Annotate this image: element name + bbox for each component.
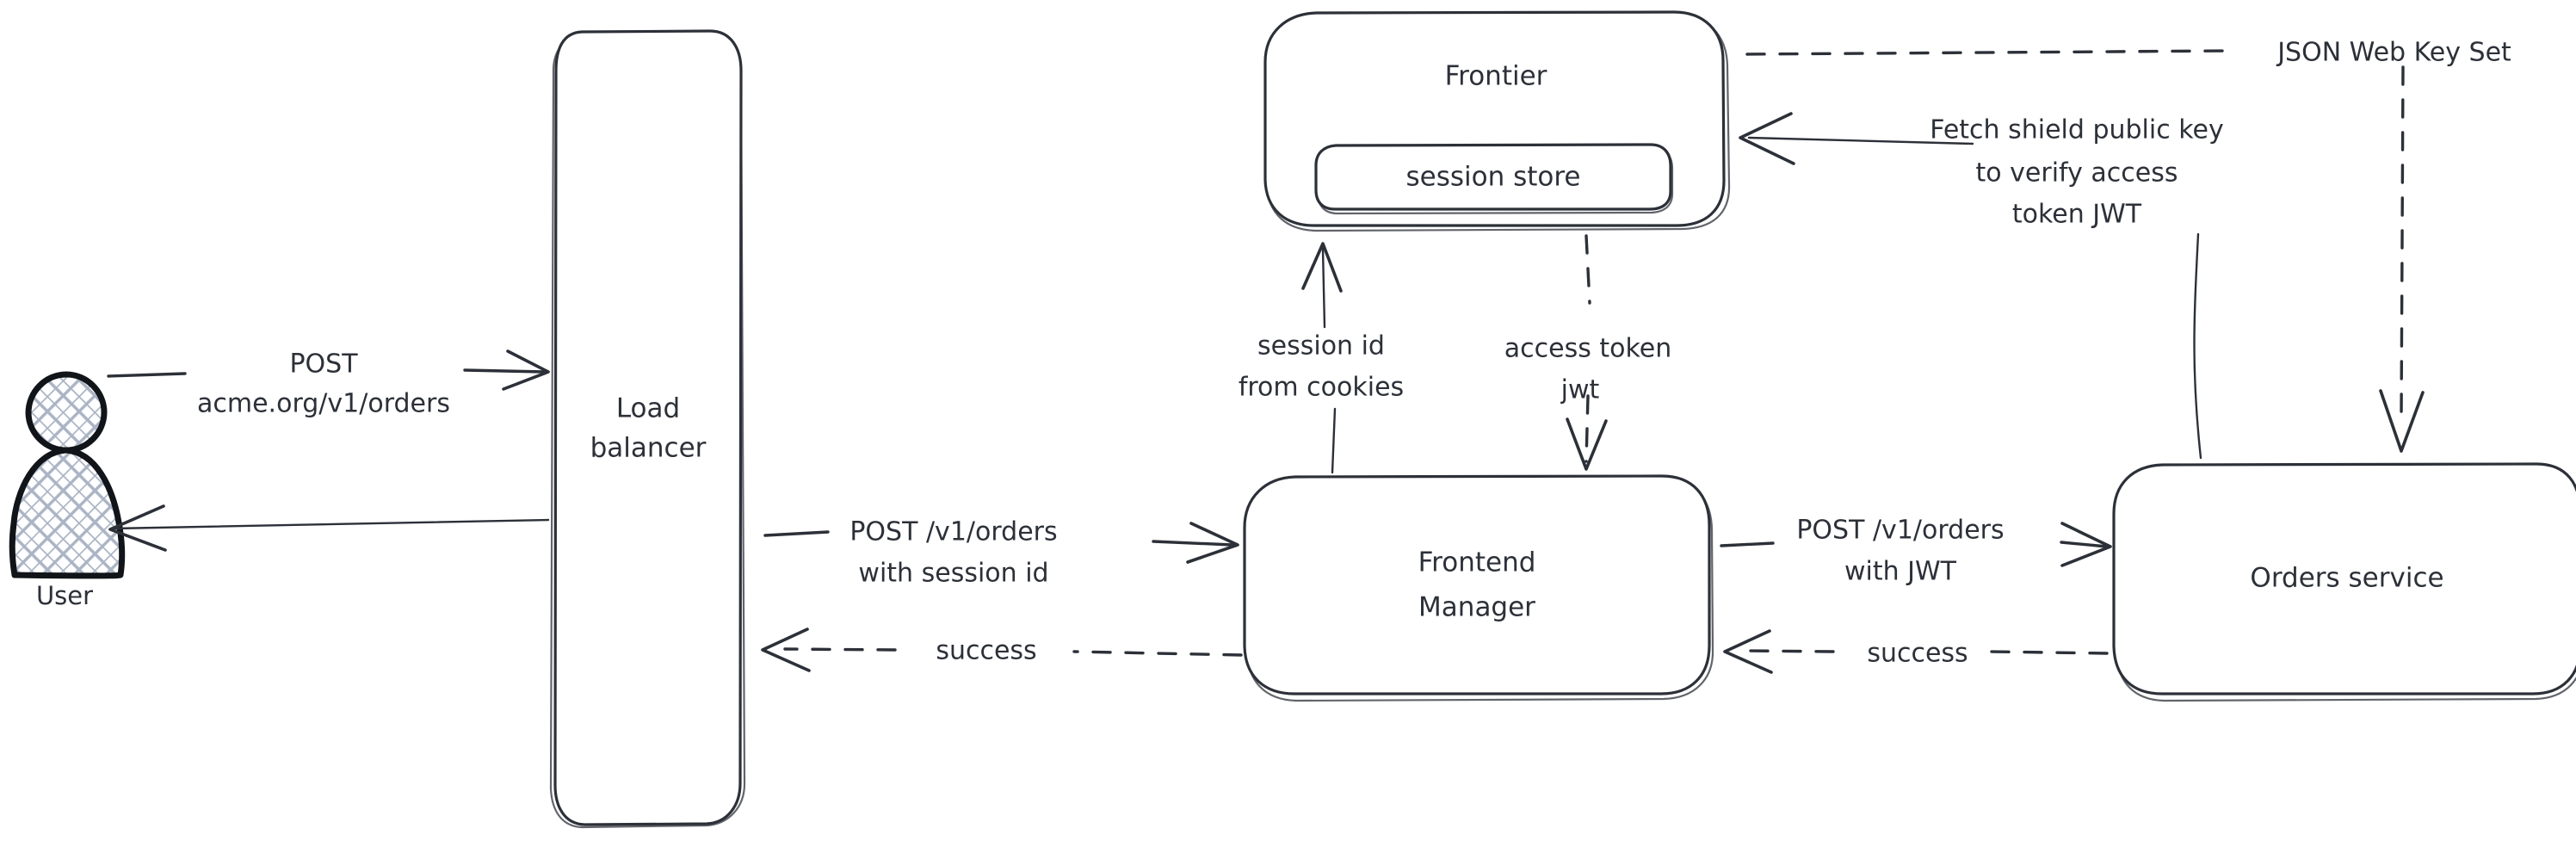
edge-lb-to-fm-stub xyxy=(763,530,830,537)
frontend-manager-label-line2: Manager xyxy=(1418,592,1535,623)
node-frontier[interactable]: Frontier session store xyxy=(1263,10,1731,232)
edge-frontier-to-fm-dash-upper xyxy=(1585,234,1591,305)
edge-lb-to-fm-label-line2: with session id xyxy=(858,559,1048,589)
edge-load-balancer-to-frontend-manager: POST /v1/orders with session id xyxy=(763,517,1239,589)
edge-frontend-manager-to-frontier: session id from cookies xyxy=(1239,242,1404,474)
edge-orders-to-frontier-label-line1: Fetch shield public key xyxy=(1930,115,2224,145)
edge-fm-to-orders-label-line1: POST /v1/orders xyxy=(1796,516,2004,546)
node-orders-service[interactable]: Orders service xyxy=(2112,462,2576,702)
edge-fm-to-frontier-label-line2: from cookies xyxy=(1239,373,1404,403)
actor-user: User xyxy=(9,371,126,610)
edge-fm-to-lb-dash-right xyxy=(1072,650,1243,657)
session-store-label: session store xyxy=(1405,162,1580,193)
node-load-balancer[interactable]: Load balancer xyxy=(549,29,746,829)
node-frontend-manager[interactable]: Frontend Manager xyxy=(1243,474,1714,702)
edge-frontend-manager-to-load-balancer-success: success xyxy=(761,628,1243,672)
orders-service-shape xyxy=(2112,462,2576,696)
edge-fm-to-lb-success-label: success xyxy=(936,636,1036,666)
edge-orders-service-to-frontend-manager-success: success xyxy=(1723,629,2109,674)
frontier-label: Frontier xyxy=(1445,61,1547,92)
actor-user-label: User xyxy=(36,581,93,610)
edge-orders-to-fm-dash-left xyxy=(1745,649,1835,653)
edge-orders-to-fm-dash-right xyxy=(1988,650,2109,655)
edge-frontier-to-fm-dash-lower xyxy=(1585,394,1590,463)
edge-fm-to-lb-dash-left xyxy=(783,647,897,652)
edge-user-to-load-balancer: POST acme.org/v1/orders xyxy=(107,349,550,419)
frontend-manager-shape xyxy=(1243,474,1711,696)
orders-service-label: Orders service xyxy=(2250,563,2443,594)
edge-frontier-to-fm-label-line1: access token xyxy=(1504,334,1672,364)
edge-frontend-manager-to-orders-service: POST /v1/orders with JWT xyxy=(1720,516,2112,587)
edge-jwks-label: JSON Web Key Set xyxy=(2276,38,2511,68)
edge-lb-to-fm-label-line1: POST /v1/orders xyxy=(849,517,1057,547)
edge-fm-to-orders-label-line2: with JWT xyxy=(1844,557,1957,587)
session-store-shape xyxy=(1314,143,1672,211)
edge-orders-to-frontier-line xyxy=(1747,136,1974,145)
edge-orders-to-frontier-curve xyxy=(2193,232,2202,460)
edge-user-to-lb-label-line2: acme.org/v1/orders xyxy=(197,389,450,419)
person-icon-head xyxy=(25,371,108,454)
edge-user-to-lb-line xyxy=(463,368,546,374)
edge-frontier-to-fm-arrowhead xyxy=(1566,417,1608,471)
node-session-store[interactable]: session store xyxy=(1314,143,1674,215)
edge-orders-to-fm-arrowhead xyxy=(1723,629,1773,674)
edge-fm-to-orders-line xyxy=(2060,541,2109,548)
edge-fm-to-frontier-arrowhead xyxy=(1301,242,1343,293)
load-balancer-shape xyxy=(553,29,743,826)
edge-fm-to-frontier-label-line1: session id xyxy=(1257,331,1385,362)
edge-orders-to-frontier-label-line3: token JWT xyxy=(2012,200,2142,230)
load-balancer-label-line1: Load xyxy=(616,393,680,424)
edge-orders-service-to-frontier-fetch: Fetch shield public key to verify access… xyxy=(1739,112,2224,460)
edge-user-to-lb-label-line1: POST xyxy=(289,349,358,380)
edge-fm-to-orders-stub xyxy=(1720,541,1775,547)
edge-orders-to-frontier-arrowhead xyxy=(1739,112,1795,165)
edge-frontier-to-orders-service-jwks: JSON Web Key Set xyxy=(1745,38,2511,453)
load-balancer-label-line2: balancer xyxy=(590,433,707,464)
edge-user-to-lb-stub xyxy=(107,372,187,378)
edge-fm-to-lb-arrowhead xyxy=(761,628,811,672)
frontend-manager-label-line1: Frontend xyxy=(1418,547,1536,578)
edge-frontier-to-frontend-manager: access token jwt xyxy=(1504,234,1672,471)
edge-orders-to-fm-success-label: success xyxy=(1867,639,1968,669)
edge-fm-to-orders-arrowhead xyxy=(2060,522,2112,567)
edge-jwks-horizontal xyxy=(1745,49,2233,56)
edge-lb-to-user-arrowhead xyxy=(108,504,167,552)
edge-jwks-vertical xyxy=(2400,65,2405,421)
edge-frontier-to-fm-label-line2: jwt xyxy=(1560,375,1600,405)
edge-lb-to-fm-line xyxy=(1152,540,1234,547)
edge-orders-to-frontier-label-line2: to verify access xyxy=(1976,158,2178,189)
edge-jwks-arrowhead xyxy=(2379,389,2425,453)
edge-lb-to-user-line xyxy=(112,518,550,530)
edge-user-to-lb-arrowhead xyxy=(502,349,550,391)
edge-load-balancer-to-user xyxy=(108,504,550,552)
edge-fm-to-frontier-lower xyxy=(1331,407,1337,474)
edge-lb-to-fm-arrowhead xyxy=(1186,522,1239,564)
person-icon-body xyxy=(9,447,126,579)
edge-fm-to-frontier-upper xyxy=(1321,247,1326,329)
